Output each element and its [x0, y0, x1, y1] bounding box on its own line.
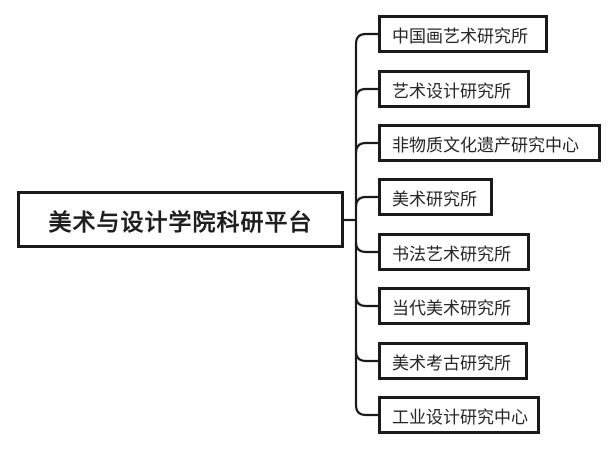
- child-node-8-label: 工业设计研究中心: [392, 407, 528, 428]
- child-node-8[interactable]: 工业设计研究中心: [378, 396, 540, 434]
- child-node-2[interactable]: 艺术设计研究所: [378, 70, 530, 108]
- child-node-5[interactable]: 书法艺术研究所: [378, 233, 530, 271]
- child-node-4[interactable]: 美术研究所: [378, 178, 493, 216]
- connector-branch-1: [354, 32, 378, 45]
- connector-branch-6: [354, 295, 378, 308]
- child-node-6-label: 当代美术研究所: [392, 298, 511, 319]
- connector-branch-5: [354, 241, 378, 254]
- child-node-4-label: 美术研究所: [392, 189, 477, 210]
- root-node[interactable]: 美术与设计学院科研平台: [17, 191, 344, 248]
- root-node-label: 美术与设计学院科研平台: [48, 209, 313, 236]
- child-node-2-label: 艺术设计研究所: [392, 81, 511, 102]
- connector-branch-7: [354, 350, 378, 363]
- child-node-5-label: 书法艺术研究所: [392, 244, 511, 265]
- child-node-7-label: 美术考古研究所: [392, 353, 511, 374]
- child-node-3[interactable]: 非物质文化遗产研究中心: [378, 124, 601, 162]
- child-node-3-label: 非物质文化遗产研究中心: [392, 135, 579, 156]
- child-node-7[interactable]: 美术考古研究所: [378, 342, 528, 380]
- connector-branch-4: [354, 195, 378, 208]
- child-node-1-label: 中国画艺术研究所: [392, 26, 528, 47]
- connector-branch-8: [354, 404, 378, 417]
- child-node-1[interactable]: 中国画艺术研究所: [378, 15, 548, 53]
- connector-branch-2: [354, 87, 378, 100]
- connector-branch-3: [354, 141, 378, 154]
- child-node-6[interactable]: 当代美术研究所: [378, 287, 530, 325]
